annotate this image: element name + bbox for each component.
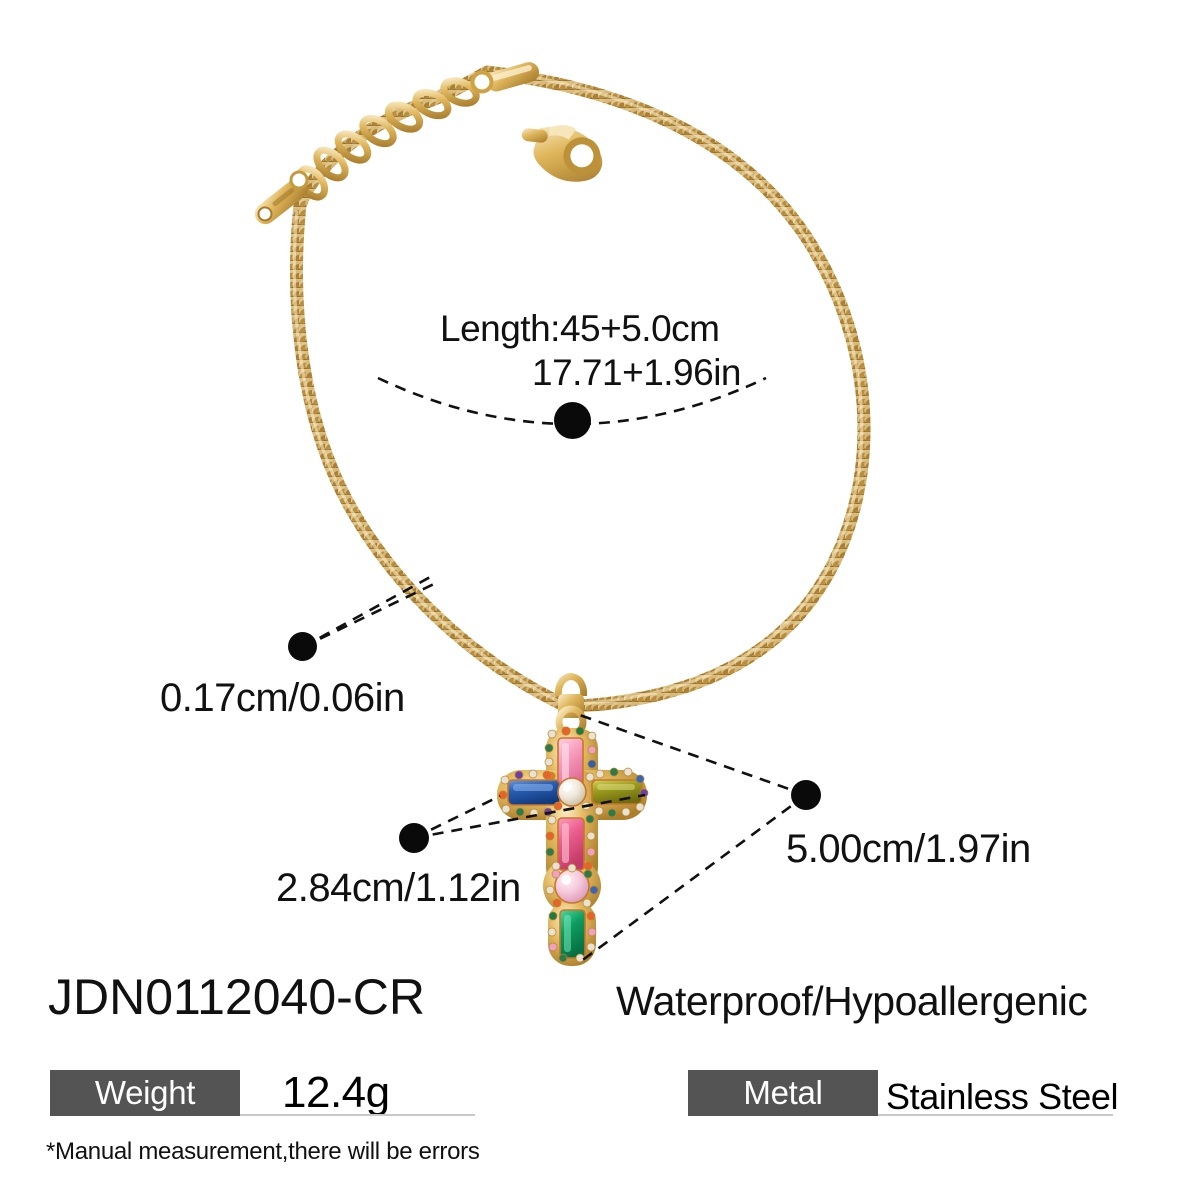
leader-thickness-a: [302, 574, 433, 649]
measurement-footnote: *Manual measurement,there will be errors: [46, 1138, 480, 1165]
pendant-width-label: 2.84cm/1.12in: [276, 866, 521, 910]
marker-dot-height: [791, 780, 821, 810]
marker-dot-width: [399, 823, 429, 853]
leader-width-right: [413, 793, 646, 840]
length-in-label: 17.71+1.96in: [532, 352, 742, 393]
leader-height-bottom: [579, 793, 807, 964]
pendant-height-label: 5.00cm/1.97in: [786, 827, 1031, 871]
spec-value-metal: Stainless Steel: [886, 1076, 1119, 1117]
marker-dot-thickness: [288, 632, 317, 661]
length-arc: [377, 376, 767, 426]
chain-thickness-label: 0.17cm/0.06in: [160, 676, 405, 720]
leader-lines: [302, 376, 807, 964]
cross-pendant-icon: [497, 673, 649, 966]
spec-label-weight: Weight: [50, 1070, 240, 1116]
spec-label-weight-text: Weight: [94, 1074, 196, 1111]
lobster-clasp-icon: [521, 125, 603, 182]
leader-height-top: [573, 711, 807, 797]
chain-barrel: [486, 62, 540, 92]
product-sku: JDN0112040-CR: [48, 969, 426, 1025]
spec-value-weight: 12.4g: [282, 1068, 390, 1117]
leader-width-left: [413, 794, 501, 840]
leader-thickness-b: [302, 581, 437, 649]
extender-chain-icon: [254, 77, 480, 225]
product-features: Waterproof/Hypoallergenic: [616, 978, 1088, 1024]
length-cm-label: Length:45+5.0cm: [440, 308, 720, 349]
spec-label-metal-text: Metal: [743, 1074, 823, 1111]
spec-underline-weight: [240, 1114, 475, 1116]
spec-label-metal: Metal: [688, 1070, 878, 1116]
spec-underline-metal: [878, 1114, 1113, 1116]
marker-dot-length: [554, 402, 591, 439]
chain-main: [290, 65, 871, 713]
